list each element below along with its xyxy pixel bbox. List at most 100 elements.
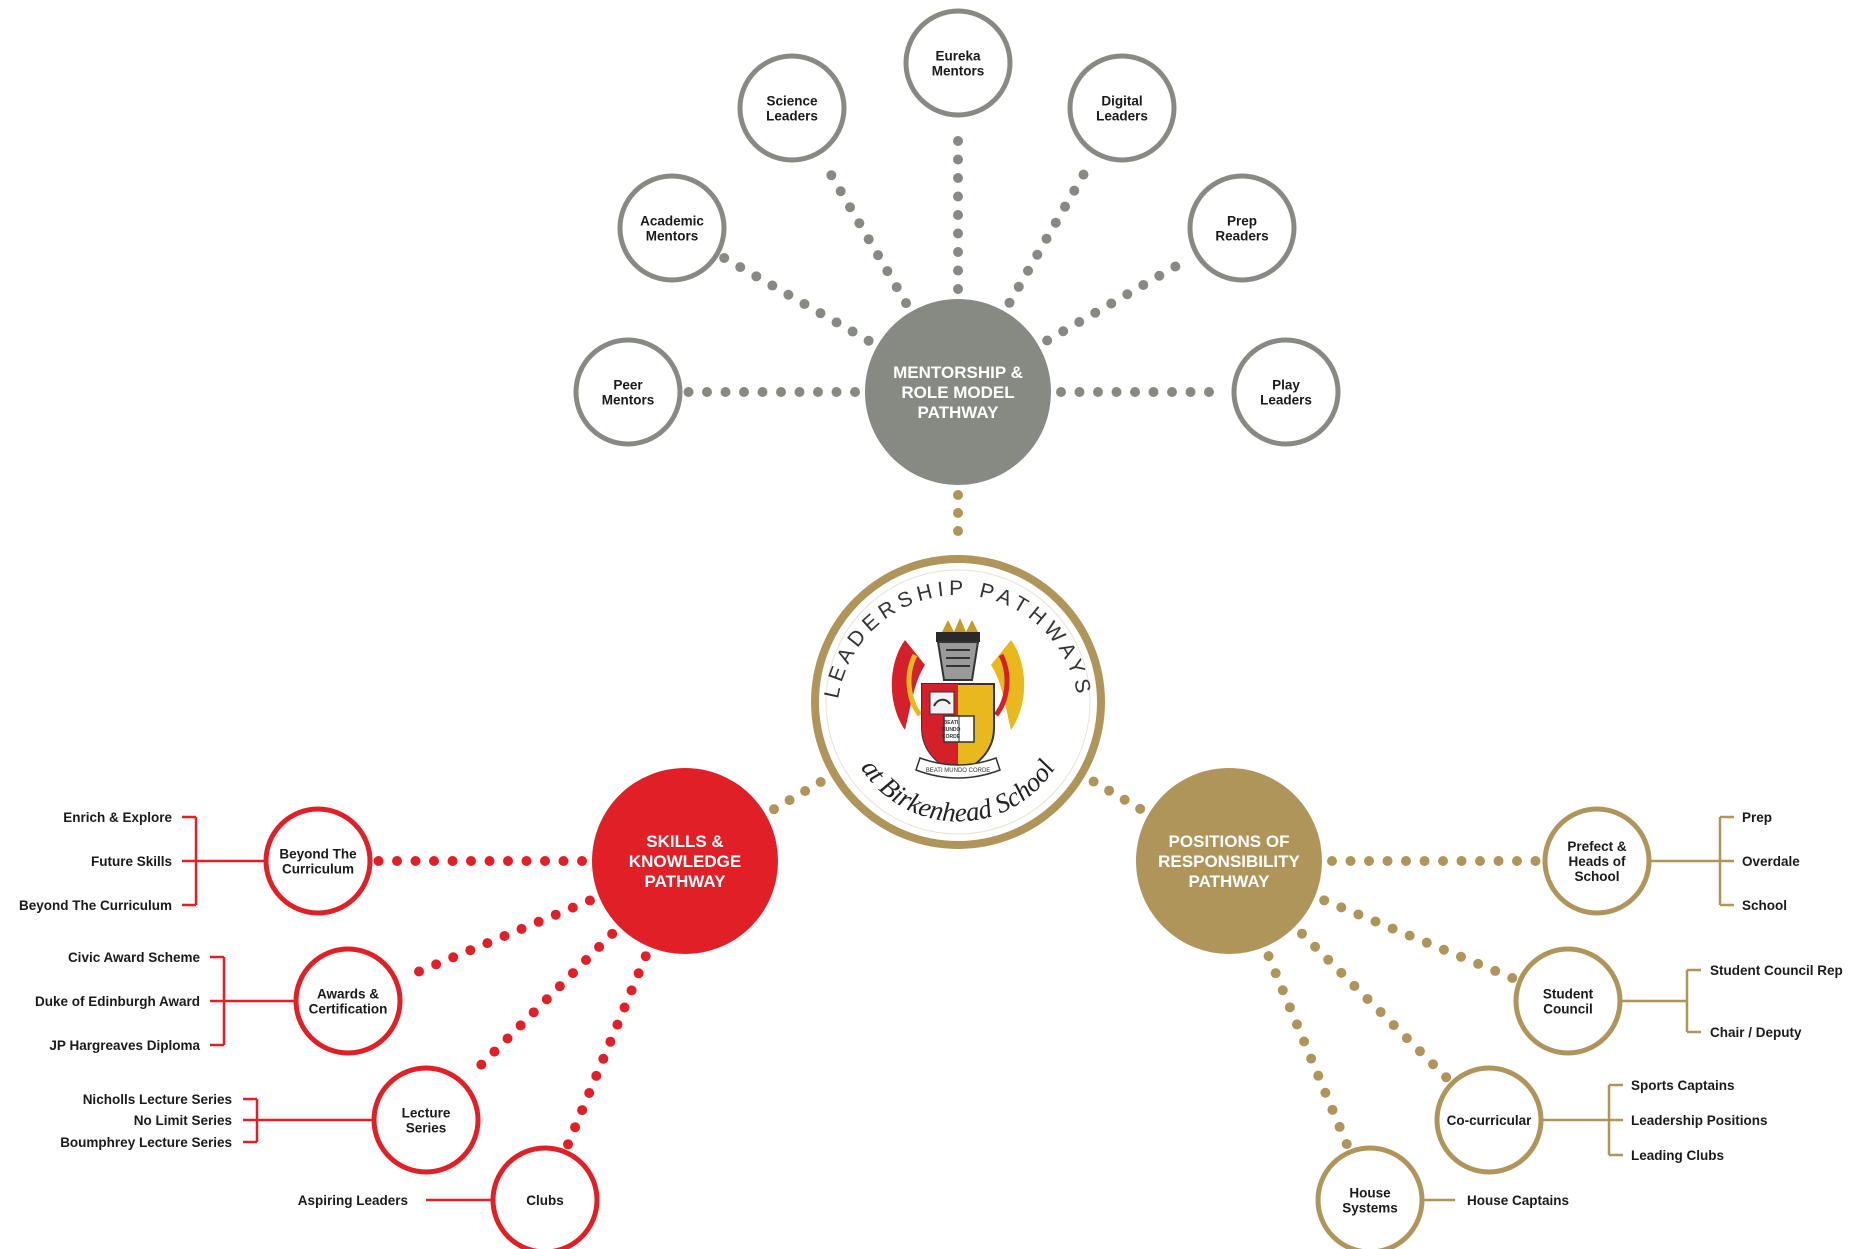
connector-dot: [1270, 968, 1281, 979]
connector-mentorship-center: [953, 490, 963, 536]
skills-item: Enrich & Explore: [63, 810, 172, 825]
node-skills-awards-certification[interactable]: Awards &Certification: [293, 946, 403, 1056]
node-skills-beyond-the-curriculum-label-line-1: Beyond The: [279, 846, 357, 861]
hub-mentorship-title-line-1: MENTORSHIP &: [893, 363, 1023, 382]
node-mentor-peer-mentors-label-line-1: Peer: [613, 377, 643, 392]
connector-dot: [521, 856, 532, 866]
node-skills-clubs-label-line-1: Clubs: [526, 1193, 564, 1208]
node-mentor-digital-leaders-label-line-2: Leaders: [1096, 108, 1148, 123]
node-positions-house-systems-circle: [1315, 1145, 1425, 1249]
connector-dot: [1088, 776, 1099, 787]
connector-dot: [577, 1105, 588, 1116]
connector-dot: [767, 280, 778, 291]
positions-connector-4: [1263, 951, 1352, 1149]
skills-item: JP Hargreaves Diploma: [49, 1038, 200, 1053]
connector-dot: [482, 938, 493, 949]
connector-dot: [594, 941, 605, 952]
connector-dot: [1421, 937, 1432, 948]
connector-dot: [751, 271, 762, 282]
connector-dot: [847, 326, 858, 337]
node-positions-prefect-heads-of-school-label-line-2: Heads of: [1568, 854, 1626, 869]
connector-dot: [1455, 951, 1466, 962]
connector-dot: [1106, 298, 1117, 309]
connector-dot: [1119, 794, 1130, 805]
connector-dot: [1475, 856, 1485, 866]
connector-dot: [1387, 923, 1398, 934]
node-mentor-play-leaders-label-line-2: Leaders: [1260, 392, 1312, 407]
skills-item: Duke of Edinburgh Award: [35, 994, 200, 1009]
positions-connector-2: [1319, 895, 1518, 983]
connector-dot: [1401, 1033, 1412, 1044]
connector-dot: [605, 1036, 616, 1047]
connector-dot: [1353, 909, 1364, 920]
connector-dot: [1023, 265, 1034, 276]
node-mentor-academic-mentors-label-line-2: Mentors: [646, 228, 699, 243]
node-positions-prefect-heads-of-school-circle: [1542, 806, 1652, 916]
connector-dot: [1130, 387, 1140, 397]
connector-dot: [863, 234, 874, 245]
connector-dot: [1441, 1072, 1452, 1083]
connector-dot: [1154, 270, 1165, 281]
connector-dot: [533, 916, 544, 927]
connector-dot: [1323, 954, 1334, 965]
connector-dot: [1336, 967, 1347, 978]
positions-connector-1: [1327, 856, 1541, 866]
connector-dot: [799, 298, 810, 309]
skills-connector-3: [476, 928, 618, 1070]
connector-dot: [1074, 387, 1085, 397]
positions-item: Prep: [1742, 810, 1772, 825]
node-skills-awards-certification-label-line-2: Certification: [309, 1001, 388, 1016]
connector-dot: [854, 218, 865, 229]
connector-dot: [1364, 856, 1374, 866]
node-positions-prefect-heads-of-school-label-line-1: Prefect &: [1567, 839, 1627, 854]
connector-dot: [1032, 249, 1043, 260]
connector-dot: [783, 289, 794, 300]
positions-item: Student Council Rep: [1710, 963, 1843, 978]
connector-dot: [577, 856, 587, 866]
connector-dot: [953, 526, 963, 536]
node-skills-clubs[interactable]: Clubs: [490, 1145, 600, 1249]
connector-dot: [448, 952, 459, 963]
connector-dot: [1069, 185, 1080, 196]
connector-dot: [1306, 1053, 1317, 1064]
node-mentor-digital-leaders-label-line-1: Digital: [1101, 93, 1142, 108]
node-skills-lecture-series-circle: [371, 1065, 481, 1175]
school-crest: BEATI MUNDO CORDE BEATI MUNDO CORDE: [891, 618, 1025, 779]
connector-dot: [567, 968, 578, 979]
node-positions-house-systems-label-line-1: House: [1349, 1185, 1391, 1200]
connector-dot: [476, 1059, 487, 1070]
connector-dot: [891, 282, 902, 293]
connector-dot: [429, 856, 439, 866]
connector-dot: [800, 786, 811, 797]
hub-skills-title-line-3: PATHWAY: [645, 872, 727, 891]
mentor-connector-4: [953, 136, 963, 294]
connector-dot: [431, 959, 442, 970]
node-positions-co-curricular[interactable]: Co-curricular: [1434, 1065, 1544, 1175]
connector-dot: [953, 284, 963, 294]
skills-item: Civic Award Scheme: [68, 950, 201, 965]
connector-dot: [1313, 1070, 1324, 1081]
node-mentor-prep-readers-label-line-2: Readers: [1215, 228, 1268, 243]
node-positions-prefect-heads-of-school-label-line-3: School: [1574, 869, 1619, 884]
connector-dot: [1148, 387, 1159, 397]
connector-dot: [1263, 951, 1274, 962]
positions-item: Leading Clubs: [1631, 1148, 1724, 1163]
skills-item: Future Skills: [91, 854, 172, 869]
node-mentor-digital-leaders-circle: [1067, 53, 1177, 163]
node-skills-awards-certification-label-line-1: Awards &: [317, 986, 379, 1001]
connector-dot: [1058, 326, 1069, 337]
